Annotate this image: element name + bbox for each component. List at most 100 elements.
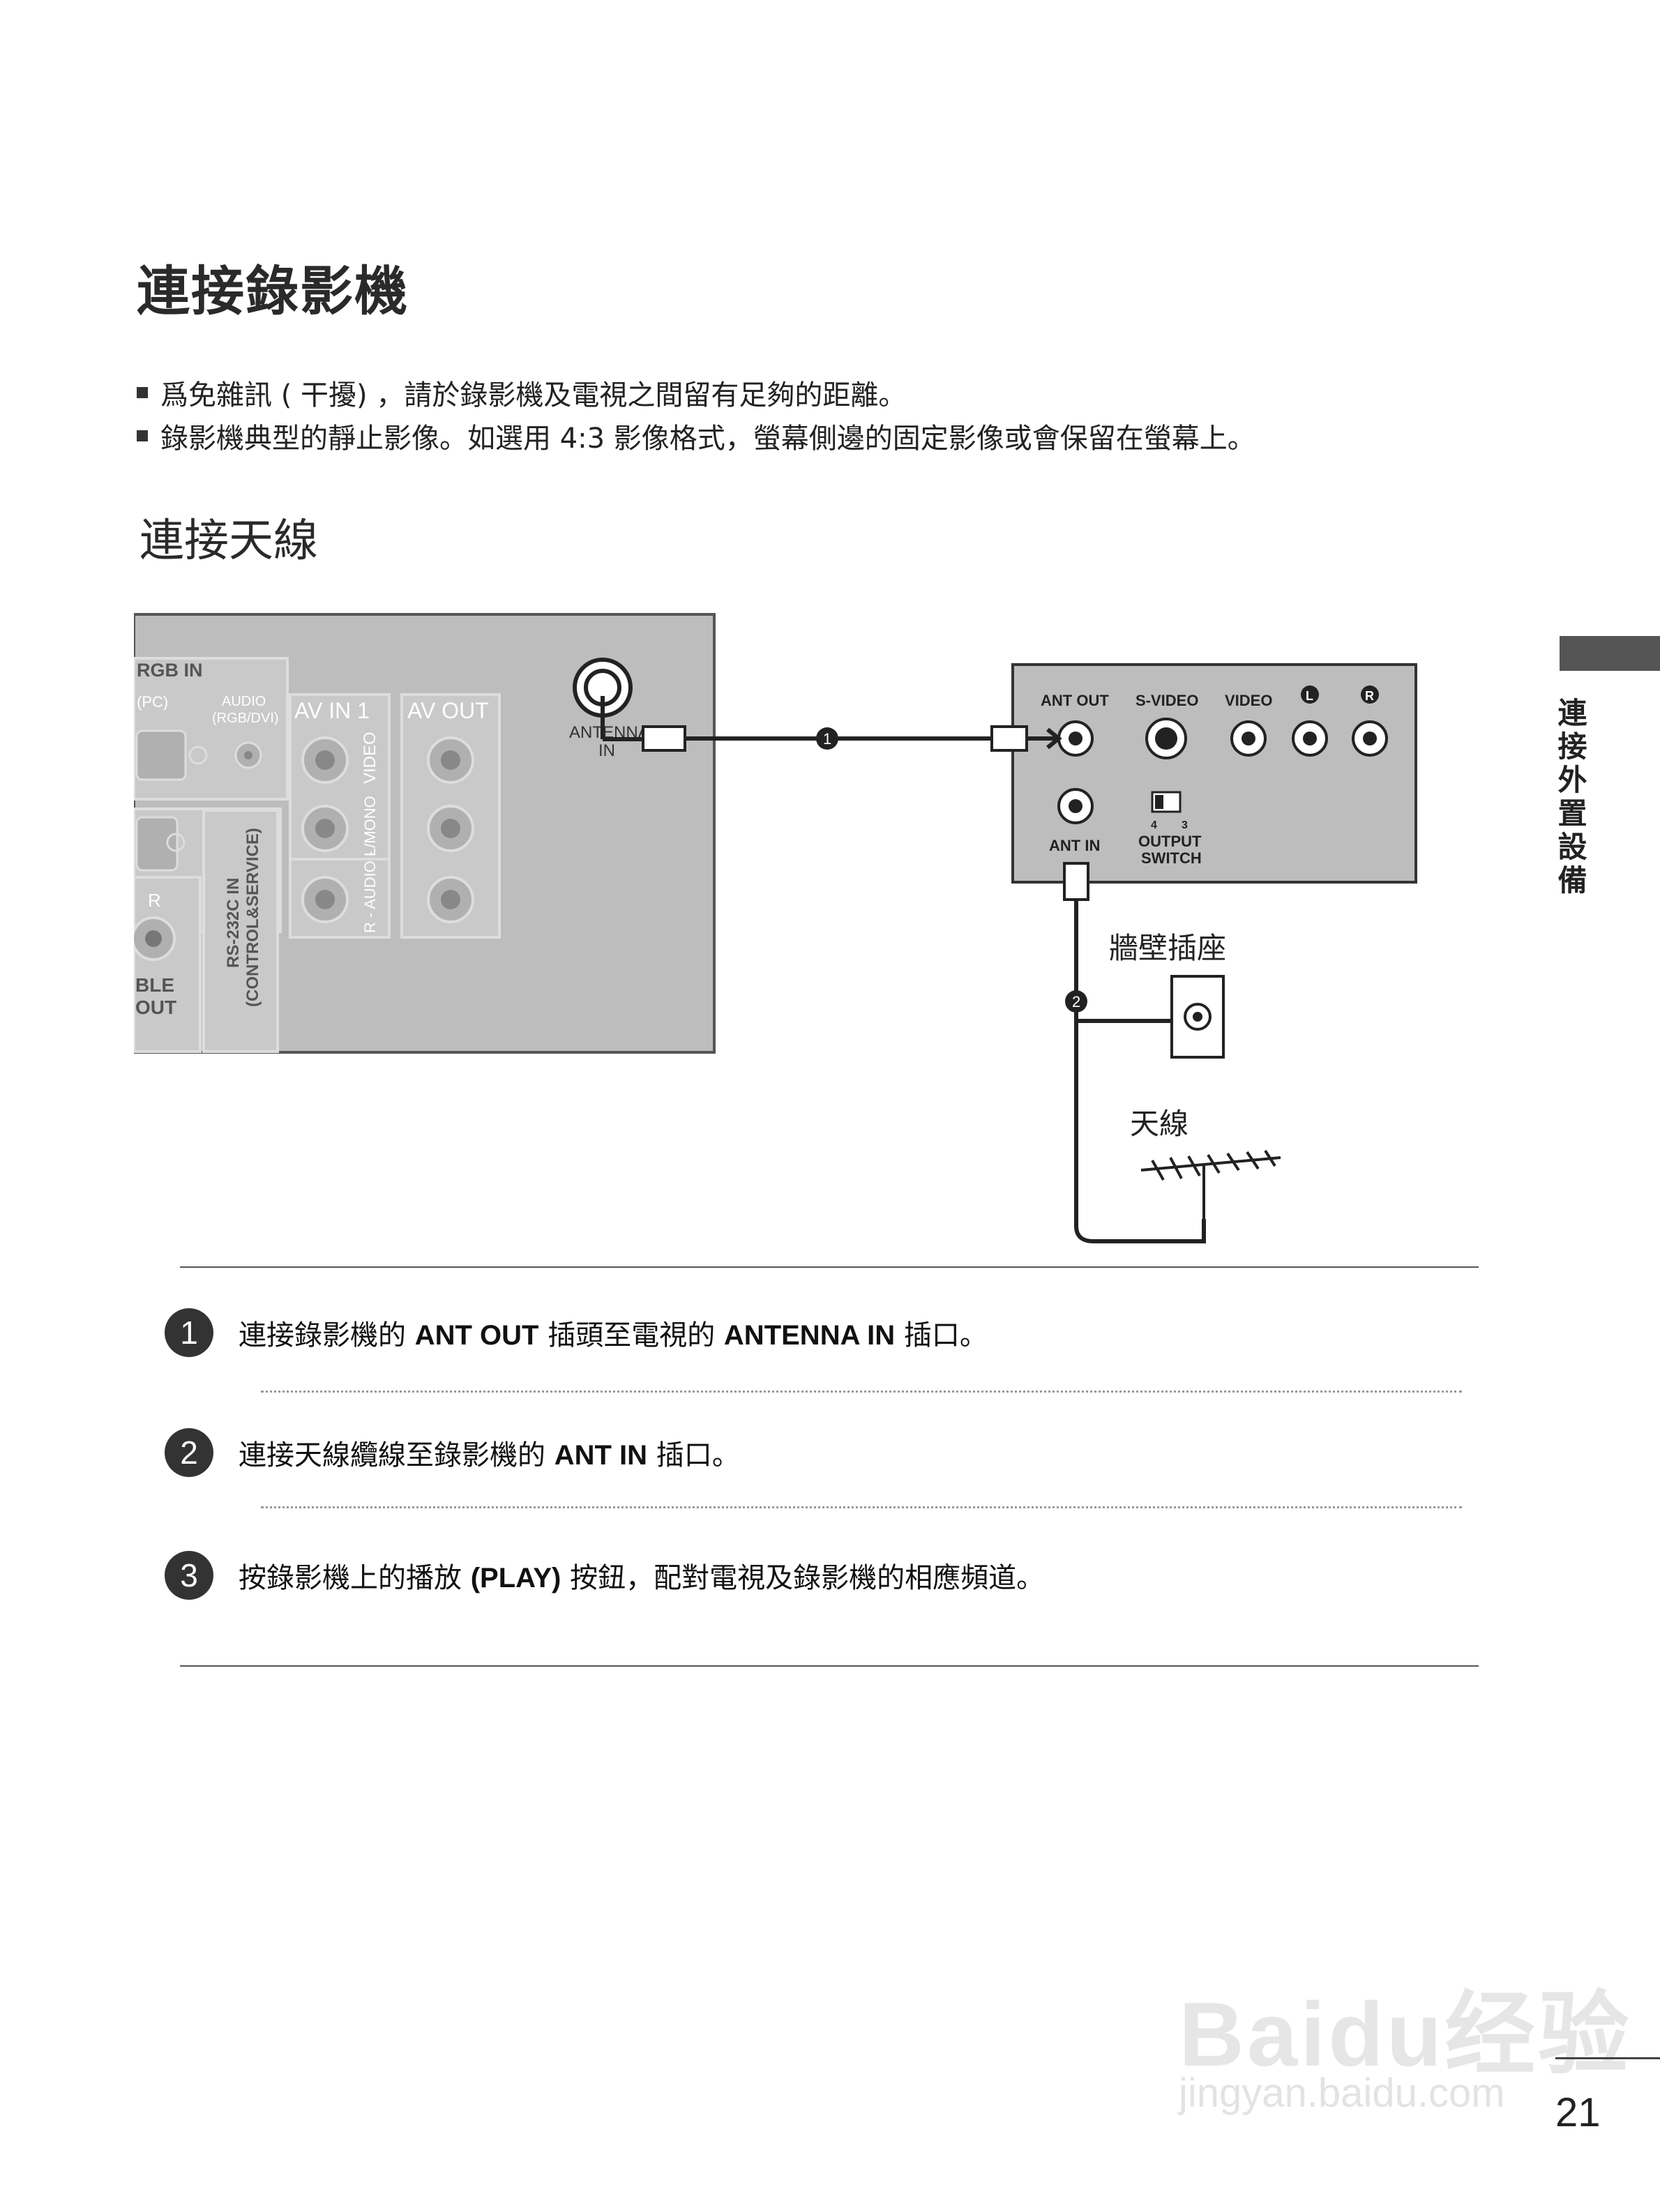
page-title: 連接錄影機 (137, 260, 409, 322)
wall-socket-label: 牆壁插座 (1109, 932, 1226, 964)
av-in-video-jack-inner-icon (315, 750, 335, 770)
audio-jack-inner-icon (244, 751, 252, 759)
step-item: 3 按錄影機上的播放 (PLAY) 按鈕，配對電視及錄影機的相應頻道。 (165, 1551, 1044, 1600)
vcr-r-jack-inner-icon (1363, 732, 1377, 745)
step-text: 按錄影機上的播放 (PLAY) 按鈕，配對電視及錄影機的相應頻道。 (239, 1555, 1044, 1596)
step-text: 連接錄影機的 ANT OUT 插頭至電視的 ANTENNA IN 插口。 (239, 1312, 988, 1353)
section-divider (180, 1665, 1479, 1667)
step-text-part: 連接錄影機的 (239, 1319, 415, 1351)
wall-socket-jack-inner-icon (1193, 1012, 1202, 1022)
av-in-r-jack-inner-icon (315, 890, 335, 909)
step-text-part: 按錄影機上的播放 (239, 1562, 471, 1594)
marker-1: 1 (823, 730, 831, 748)
vcr-ant-out-label: ANT OUT (1041, 692, 1109, 709)
rs232-screw-icon (166, 833, 186, 852)
step-number: 3 (165, 1551, 213, 1600)
watermark-logo: Baidu经验 (1179, 1983, 1632, 2085)
bullet-square-icon (137, 430, 148, 441)
step-text: 連接天線纜線至錄影機的 ANT IN 插口。 (239, 1432, 740, 1473)
step-divider (261, 1506, 1462, 1508)
av-out-l-jack-inner-icon (441, 819, 460, 838)
vcr-s-video-pins-icon (1155, 727, 1177, 750)
rs232-label-box (202, 809, 279, 1053)
cable-out-group (134, 876, 202, 1053)
pc-screw-icon (188, 745, 208, 765)
page-number-rule (1555, 2057, 1660, 2059)
rgb-in-label: RGB IN (137, 660, 203, 681)
side-tab-bar (1560, 636, 1660, 671)
bullet-item: 錄影機典型的靜止影像。如選用 4:3 影像格式，螢幕側邊的固定影像或會保留在螢幕… (137, 416, 1255, 456)
r-label: R (148, 890, 161, 911)
vcr-cable-plug-icon (990, 725, 1028, 752)
rs232-port-icon (135, 816, 179, 872)
step-text-bold: ANT OUT (414, 1320, 539, 1351)
av-in-1-label: AV IN 1 (294, 698, 370, 723)
bullet-item: 爲免雜訊 ( 干擾) ，請於錄影機及電視之間留有足夠的距離。 (137, 372, 906, 413)
switch-4-label: 4 (1151, 819, 1157, 831)
step-text-part: 插口。 (647, 1439, 740, 1471)
step-text-part: 插頭至電視的 (538, 1319, 724, 1351)
av-in-l-jack-inner-icon (315, 819, 335, 838)
switch-label: SWITCH (1141, 849, 1202, 867)
marker-1-icon (816, 727, 838, 750)
watermark-url: jingyan.baidu.com (1179, 2070, 1505, 2116)
vcr-back-panel (1011, 663, 1417, 884)
vcr-ant-out-jack-inner-icon (1069, 732, 1082, 745)
step-text-part: 按鈕，配對電視及錄影機的相應頻道。 (561, 1562, 1045, 1594)
bullet-square-icon (137, 387, 148, 398)
pc-port-icon (135, 729, 187, 781)
vcr-r-badge-icon (1361, 685, 1379, 704)
output-switch-knob-icon (1155, 795, 1163, 809)
plug-arrow-icon (1028, 727, 1062, 750)
tv-cable-plug-icon (642, 725, 686, 752)
cable-out-label-1: BLE (135, 974, 174, 996)
step-text-bold: ANTENNA IN (723, 1320, 896, 1351)
av-out-label: AV OUT (407, 698, 489, 723)
cable-2-bend (1074, 1219, 1206, 1243)
vcr-r-label: R (1365, 689, 1374, 703)
step-text-part: 插口。 (895, 1319, 988, 1351)
section-divider (180, 1266, 1479, 1268)
output-label: OUTPUT (1138, 833, 1202, 850)
vcr-video-jack-inner-icon (1242, 732, 1255, 745)
vcr-s-video-label: S-VIDEO (1135, 692, 1198, 709)
vcr-l-label: L (1306, 689, 1313, 703)
vcr-l-jack-inner-icon (1303, 732, 1317, 745)
vcr-ant-in-jack-inner-icon (1069, 799, 1082, 813)
audio-label: AUDIO (222, 694, 266, 709)
step-number: 1 (165, 1308, 213, 1357)
av-out-video-jack-inner-icon (441, 750, 460, 770)
step-text-bold: (PLAY) (470, 1563, 561, 1593)
r-audio-label: R - AUDIO - (361, 851, 379, 933)
antenna-in-label-2: IN (598, 741, 615, 760)
bullet-text: 爲免雜訊 ( 干擾) ，請於錄影機及電視之間留有足夠的距離。 (160, 379, 907, 411)
vcr-ant-in-label: ANT IN (1049, 837, 1100, 854)
cable-out-label-2: OUT (135, 997, 176, 1018)
step-item: 1 連接錄影機的 ANT OUT 插頭至電視的 ANTENNA IN 插口。 (165, 1308, 988, 1357)
rs232-label: RS-232C IN (224, 878, 243, 968)
marker-2-icon (1065, 990, 1087, 1013)
step-item: 2 連接天線纜線至錄影機的 ANT IN 插口。 (165, 1428, 740, 1477)
vcr-video-label: VIDEO (1225, 692, 1272, 709)
side-tab-label: 連接外置設備 (1553, 697, 1587, 898)
antenna-icon (1140, 1149, 1281, 1219)
antenna-label: 天線 (1130, 1107, 1189, 1140)
step-text-part: 連接天線纜線至錄影機的 (239, 1439, 554, 1471)
l-mono-label: L/MONO (361, 796, 379, 856)
audio-sub-label: (RGB/DVI) (212, 711, 279, 726)
vcr-l-badge-icon (1301, 685, 1319, 704)
bullet-text: 錄影機典型的靜止影像。如選用 4:3 影像格式，螢幕側邊的固定影像或會保留在螢幕… (160, 423, 1255, 455)
video-label: VIDEO (361, 732, 379, 784)
cable-out-jack-inner-icon (145, 930, 162, 947)
pc-label: (PC) (137, 693, 168, 711)
page-number: 21 (1555, 2090, 1601, 2135)
step-number: 2 (165, 1428, 213, 1477)
step-text-bold: ANT IN (554, 1440, 648, 1471)
marker-2: 2 (1072, 993, 1080, 1010)
connection-diagram: RGB IN (PC) AUDIO (RGB/DVI) RS-232C IN (… (134, 613, 1417, 1243)
rs232-sub-label: (CONTROL&SERVICE) (243, 828, 262, 1007)
section-title: 連接天線 (139, 515, 318, 567)
vcr-ant-in-plug-icon (1063, 862, 1089, 901)
step-divider (261, 1391, 1462, 1393)
switch-3-label: 3 (1182, 819, 1188, 831)
